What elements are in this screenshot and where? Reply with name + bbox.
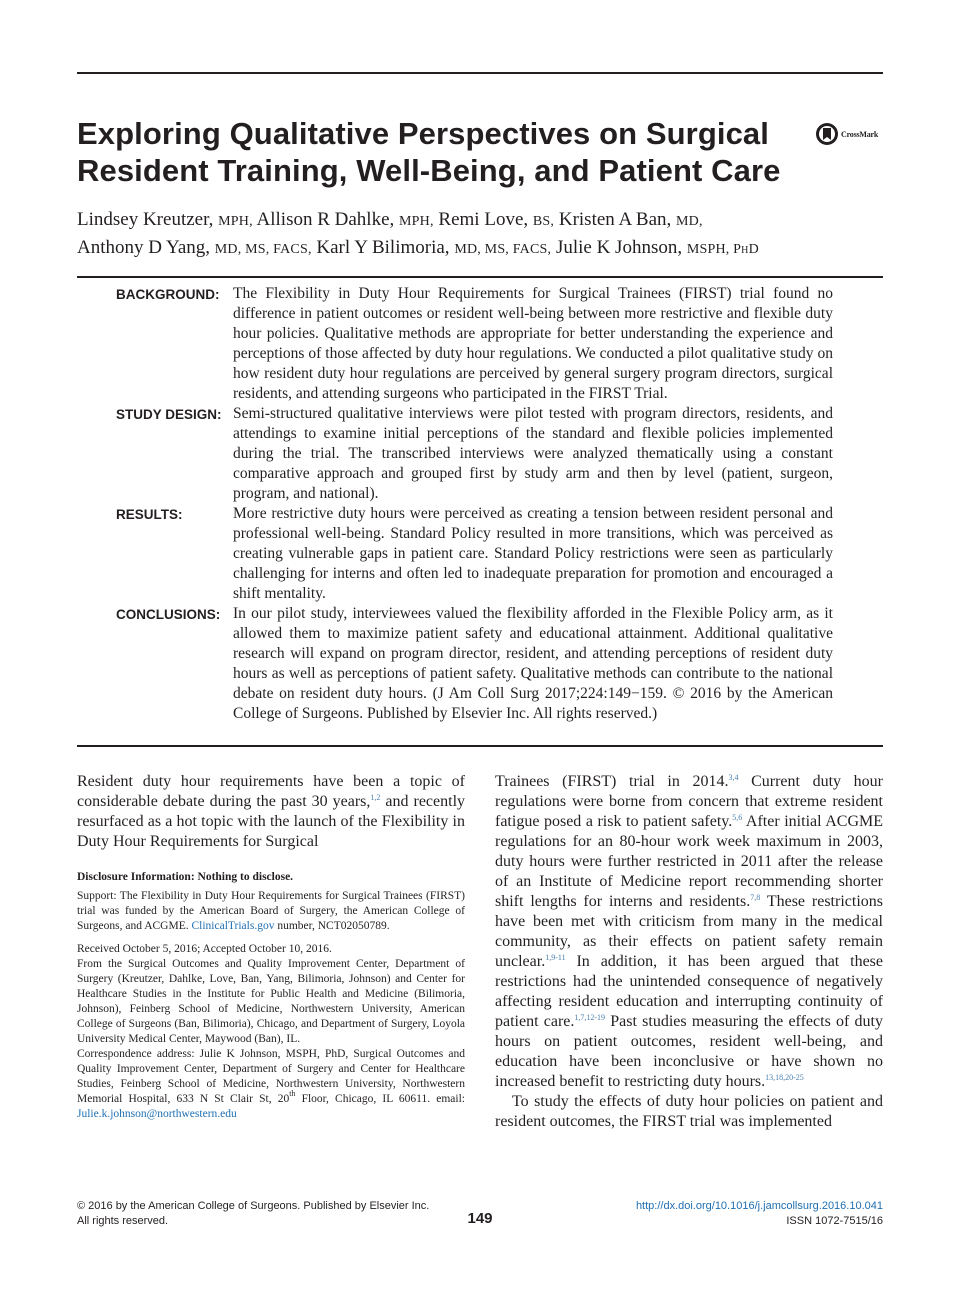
citation-link[interactable]: 13,18,20-25 — [765, 1073, 804, 1082]
citation-link[interactable]: 7,8 — [750, 893, 761, 902]
correspondence-note: Correspondence address: Julie K Johnson,… — [77, 1048, 465, 1120]
email-link[interactable]: Julie.k.johnson@northwestern.edu — [77, 1108, 237, 1120]
support-note: Support: The Flexibility in Duty Hour Re… — [77, 890, 465, 932]
abstract-section-conclusions: CONCLUSIONS: In our pilot study, intervi… — [116, 604, 833, 724]
affiliation-note: From the Surgical Outcomes and Quality I… — [77, 958, 465, 1045]
abstract-label: CONCLUSIONS: — [116, 607, 221, 622]
citation-link[interactable]: 1,9-11 — [545, 953, 566, 962]
body-paragraph: Trainees (FIRST) trial in 2014.3,4 Curre… — [495, 773, 883, 1090]
author: Remi Love, BS, — [438, 209, 555, 230]
doi-link[interactable]: http://dx.doi.org/10.1016/j.jamcollsurg.… — [635, 1200, 883, 1212]
author: Lindsey Kreutzer, MPH, — [77, 209, 253, 230]
crossmark-icon — [816, 123, 838, 145]
doi-footer: http://dx.doi.org/10.1016/j.jamcollsurg.… — [560, 1199, 883, 1229]
citation-link[interactable]: 5,6 — [732, 813, 743, 822]
citation-link[interactable]: 1,2 — [370, 793, 381, 802]
clinicaltrials-link[interactable]: ClinicalTrials.gov — [191, 920, 275, 932]
issn-text: ISSN 1072-7515/16 — [786, 1215, 883, 1227]
copyright-footer: © 2016 by the American College of Surgeo… — [77, 1199, 429, 1229]
footnotes: Disclosure Information: Nothing to discl… — [77, 870, 465, 1122]
body-paragraph: To study the effects of duty hour polici… — [495, 1093, 883, 1130]
article-title: Exploring Qualitative Perspectives on Su… — [77, 116, 781, 188]
citation-link[interactable]: 1,7,12-19 — [574, 1013, 606, 1022]
top-rule — [77, 72, 883, 74]
page-number: 149 — [467, 1210, 493, 1227]
disclosure-note: Disclosure Information: Nothing to discl… — [77, 871, 294, 883]
crossmark-badge[interactable]: CrossMark — [815, 121, 885, 147]
abstract: BACKGROUND: The Flexibility in Duty Hour… — [116, 284, 833, 724]
abstract-top-rule — [77, 276, 883, 278]
author-list: Lindsey Kreutzer, MPH, Allison R Dahlke,… — [77, 207, 883, 262]
abstract-text: In our pilot study, interviewees valued … — [233, 605, 833, 722]
body-column-left: Resident duty hour requirements have bee… — [77, 772, 465, 852]
abstract-label: BACKGROUND: — [116, 287, 220, 302]
abstract-text: The Flexibility in Duty Hour Requirement… — [233, 285, 833, 402]
author: Julie K Johnson, MSPH, PhD — [555, 236, 759, 258]
abstract-section-study-design: STUDY DESIGN: Semi-structured qualitativ… — [116, 404, 833, 504]
abstract-section-results: RESULTS: More restrictive duty hours wer… — [116, 504, 833, 604]
author: Allison R Dahlke, MPH, — [256, 209, 434, 230]
rights-line: All rights reserved. — [77, 1215, 169, 1227]
abstract-text: Semi-structured qualitative interviews w… — [233, 405, 833, 502]
author: Karl Y Bilimoria, MD, MS, FACS, — [316, 236, 552, 258]
author: Kristen A Ban, MD, — [558, 209, 703, 230]
crossmark-label: CrossMark — [841, 129, 879, 139]
abstract-text: More restrictive duty hours were perceiv… — [233, 505, 833, 602]
abstract-label: STUDY DESIGN: — [116, 407, 222, 422]
body-column-right: Trainees (FIRST) trial in 2014.3,4 Curre… — [495, 772, 883, 1132]
author: Anthony D Yang, MD, MS, FACS, — [77, 236, 312, 258]
copyright-line: © 2016 by the American College of Surgeo… — [77, 1200, 430, 1212]
abstract-bottom-rule — [77, 745, 883, 747]
abstract-section-background: BACKGROUND: The Flexibility in Duty Hour… — [116, 284, 833, 404]
received-note: Received October 5, 2016; Accepted Octob… — [77, 943, 332, 955]
abstract-label: RESULTS: — [116, 507, 183, 522]
body-paragraph: Resident duty hour requirements have bee… — [77, 773, 466, 850]
citation-link[interactable]: 3,4 — [728, 773, 739, 782]
